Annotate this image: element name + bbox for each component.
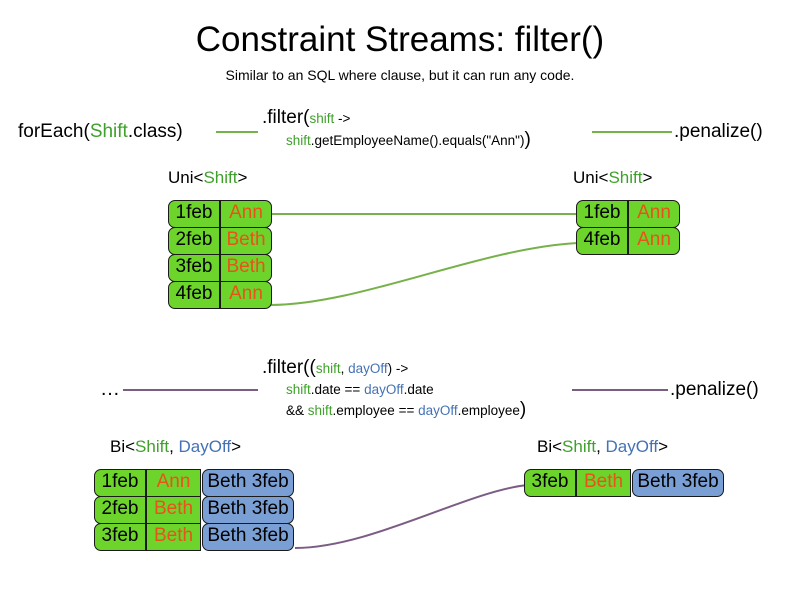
bi-filter-head: .filter((shift, dayOff) -> bbox=[262, 357, 526, 380]
uni-filter-call-prefix: .filter( bbox=[262, 107, 310, 128]
bi-penalize-label: .penalize() bbox=[670, 379, 759, 400]
bi-line3-and: && bbox=[286, 403, 308, 418]
bi-in-prefix: Bi< bbox=[110, 437, 136, 456]
uni-in-type: Shift bbox=[203, 168, 238, 187]
foreach-type: Shift bbox=[89, 121, 128, 142]
uni-filter-arrow: -> bbox=[334, 111, 351, 126]
bi-out-type1: Shift bbox=[562, 437, 597, 456]
foreach-label: forEach(Shift.class) bbox=[18, 120, 183, 143]
bi-line2-mid: .date == bbox=[310, 382, 365, 397]
bi-line2-end: .date bbox=[403, 382, 434, 397]
bi-line2-var1: shift bbox=[286, 382, 311, 397]
bi-filter-param2: dayOff bbox=[348, 361, 388, 376]
bi-filter-line2: shift.date == dayOff.date bbox=[262, 380, 526, 400]
bi-in-name-cell: Beth bbox=[146, 523, 201, 551]
bi-line3-var2: dayOff bbox=[418, 403, 458, 418]
bi-in-date-cell: 1feb bbox=[94, 469, 146, 497]
uni-out-stream-label: Uni<Shift> bbox=[573, 168, 652, 188]
bi-filter-param1: shift bbox=[315, 361, 341, 376]
bi-in-type1: Shift bbox=[135, 437, 170, 456]
uni-filter-body: shift.getEmployeeName().equals("Ann")) bbox=[262, 130, 531, 151]
bi-in-comma: , bbox=[169, 437, 179, 456]
bi-in-stream-label: Bi<Shift, DayOff> bbox=[110, 437, 241, 457]
bi-in-type2: DayOff bbox=[178, 437, 232, 456]
bi-out-suffix: > bbox=[658, 437, 669, 456]
bi-filter-call-prefix: .filter(( bbox=[262, 357, 316, 378]
bi-filter-line3: && shift.employee == dayOff.employee) bbox=[262, 400, 526, 421]
uni-in-name-cell: Ann bbox=[220, 281, 272, 309]
foreach-suffix: .class) bbox=[127, 121, 183, 142]
bi-in-date-cell: 2feb bbox=[94, 496, 146, 524]
uni-in-prefix: Uni< bbox=[168, 168, 204, 187]
uni-in-date-cell: 3feb bbox=[168, 254, 220, 282]
uni-filter-body-close: ) bbox=[524, 129, 531, 150]
foreach-prefix: forEach( bbox=[18, 121, 90, 142]
bi-in-name-cell: Ann bbox=[146, 469, 201, 497]
uni-in-name-cell: Beth bbox=[220, 254, 272, 282]
uni-out-suffix: > bbox=[642, 168, 653, 187]
bi-out-dayoff-cell: Beth 3feb bbox=[632, 469, 724, 497]
uni-out-type: Shift bbox=[608, 168, 643, 187]
uni-filter-head: .filter(shift -> bbox=[262, 107, 531, 130]
uni-out-date-cell: 4feb bbox=[576, 227, 628, 255]
bi-line3-end: .employee bbox=[457, 403, 520, 418]
page-title: Constraint Streams: filter() bbox=[195, 20, 605, 59]
bi-line3-var1: shift bbox=[307, 403, 333, 418]
uni-out-name-cell: Ann bbox=[628, 200, 680, 228]
link-bi-3feb bbox=[294, 484, 528, 549]
bi-out-type2: DayOff bbox=[605, 437, 659, 456]
uni-penalize-label: .penalize() bbox=[674, 121, 763, 142]
bi-in-dayoff-cell: Beth 3feb bbox=[202, 523, 294, 551]
bi-in-date-cell: 3feb bbox=[94, 523, 146, 551]
bi-line3-mid: .employee == bbox=[332, 403, 419, 418]
uni-out-date-cell: 1feb bbox=[576, 200, 628, 228]
link-uni-4feb bbox=[269, 242, 579, 306]
bi-filter-arrow: ) -> bbox=[387, 361, 409, 376]
uni-out-name-cell: Ann bbox=[628, 227, 680, 255]
bi-out-name-cell: Beth bbox=[576, 469, 631, 497]
uni-filter-param: shift bbox=[309, 111, 335, 126]
bi-in-name-cell: Beth bbox=[146, 496, 201, 524]
uni-in-date-cell: 4feb bbox=[168, 281, 220, 309]
bi-in-dayoff-cell: Beth 3feb bbox=[202, 469, 294, 497]
bi-source-label: … bbox=[100, 378, 120, 400]
bi-filter-param-comma: , bbox=[340, 361, 349, 376]
uni-filter-expression: .filter(shift -> shift.getEmployeeName()… bbox=[262, 107, 531, 151]
uni-out-prefix: Uni< bbox=[573, 168, 609, 187]
bi-out-date-cell: 3feb bbox=[524, 469, 576, 497]
uni-in-name-cell: Ann bbox=[220, 200, 272, 228]
page-subtitle: Similar to an SQL where clause, but it c… bbox=[225, 67, 575, 83]
bi-in-suffix: > bbox=[231, 437, 242, 456]
bi-in-dayoff-cell: Beth 3feb bbox=[202, 496, 294, 524]
uni-in-stream-label: Uni<Shift> bbox=[168, 168, 247, 188]
bi-filter-expression: .filter((shift, dayOff) -> shift.date ==… bbox=[262, 357, 526, 421]
bi-out-stream-label: Bi<Shift, DayOff> bbox=[537, 437, 668, 457]
uni-filter-body-rest: .getEmployeeName().equals("Ann") bbox=[310, 133, 525, 148]
bi-line3-close: ) bbox=[519, 399, 527, 420]
uni-in-name-cell: Beth bbox=[220, 227, 272, 255]
uni-filter-body-var: shift bbox=[286, 133, 311, 148]
uni-in-suffix: > bbox=[237, 168, 248, 187]
uni-in-date-cell: 2feb bbox=[168, 227, 220, 255]
bi-out-comma: , bbox=[596, 437, 606, 456]
uni-in-date-cell: 1feb bbox=[168, 200, 220, 228]
bi-line2-var2: dayOff bbox=[364, 382, 404, 397]
bi-out-prefix: Bi< bbox=[537, 437, 563, 456]
